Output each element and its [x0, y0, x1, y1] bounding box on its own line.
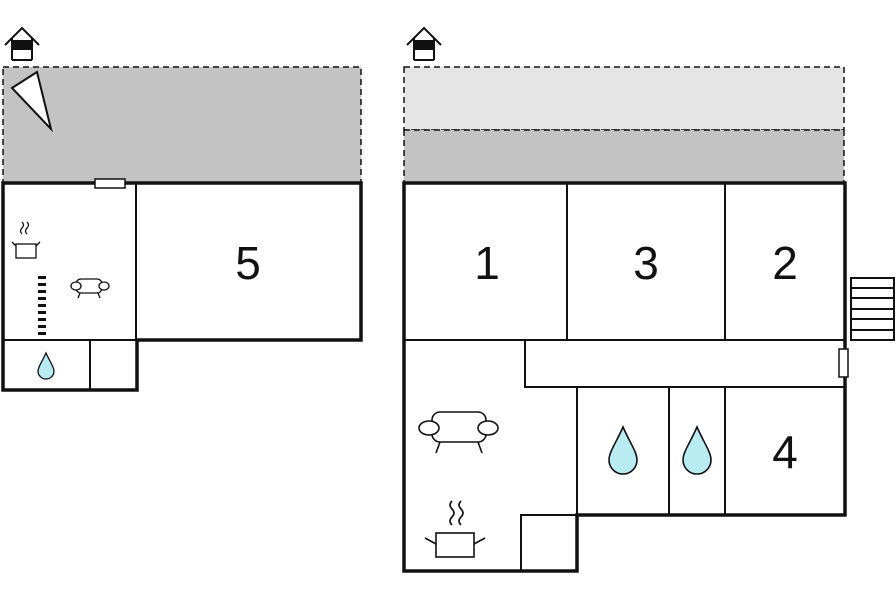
- stairs-icon: [850, 277, 895, 341]
- room-label-2: 2: [772, 237, 798, 289]
- sofa-icon: [418, 411, 499, 454]
- stairs-icon: [38, 276, 46, 335]
- water-drop-icon: [682, 425, 712, 475]
- left-floor: 5: [1, 26, 363, 392]
- room-label-3: 3: [633, 237, 659, 289]
- outer-walls: [1, 181, 363, 392]
- cooking-pot-icon: [424, 500, 486, 558]
- sofa-icon: [70, 278, 110, 299]
- room-label-4: 4: [772, 426, 798, 478]
- cooking-pot-icon: [11, 221, 41, 259]
- right-floor: 1 3 2 4: [402, 26, 895, 573]
- terrace-outer: [403, 66, 845, 131]
- entrance-icon: [4, 26, 40, 61]
- water-drop-icon: [608, 425, 638, 475]
- room-label-5: 5: [235, 237, 261, 289]
- room-label-1: 1: [474, 237, 500, 289]
- terrace: [2, 66, 362, 184]
- compass-arrow-icon: [10, 70, 53, 133]
- entrance-icon: [406, 26, 442, 61]
- internal-walls: [404, 183, 845, 571]
- internal-walls: [3, 183, 137, 390]
- window-icon: [838, 348, 849, 378]
- water-drop-icon: [37, 351, 55, 380]
- terrace-inner: [403, 129, 845, 184]
- window-icon: [94, 178, 126, 189]
